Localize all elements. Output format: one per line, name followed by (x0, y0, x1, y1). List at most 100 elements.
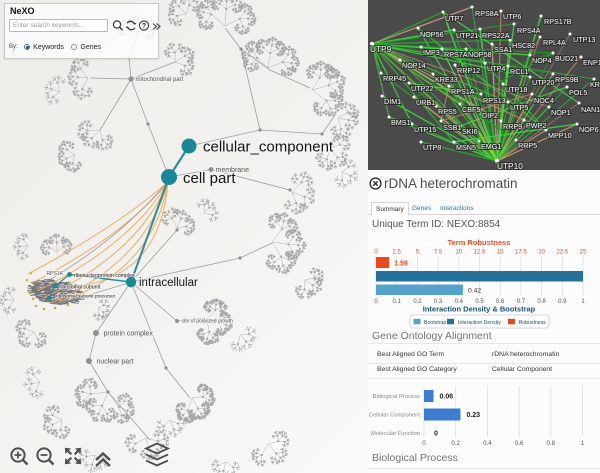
radio-genes[interactable] (70, 43, 78, 51)
gene-node-MPP10[interactable] (544, 128, 548, 132)
gene-label-RPS7A[interactable]: RPS7A (443, 49, 469, 60)
gene-node-RRP5[interactable] (514, 138, 518, 142)
gene-label-UTP9[interactable]: UTP9 (369, 43, 393, 55)
gene-node-NAN1[interactable] (577, 101, 581, 105)
gene-node-IMP3[interactable] (419, 45, 423, 49)
gene-node-EMG1[interactable] (477, 139, 481, 143)
gene-label-NOP56[interactable]: NOP56 (419, 29, 445, 40)
gene-label-POL5[interactable]: POL5 (568, 87, 588, 98)
gene-label-UTP18[interactable]: UTP18 (504, 84, 528, 95)
gene-node-NOP58[interactable] (464, 47, 468, 51)
radio-keywords[interactable] (23, 43, 31, 51)
gene-label-RCL1[interactable]: RCL1 (509, 66, 529, 77)
gene-label-RPS4A[interactable]: RPS4A (516, 25, 542, 36)
gene-label-RPS13[interactable]: RPS13 (482, 95, 507, 106)
gene-node-KRR1[interactable] (592, 77, 596, 81)
gene-label-MPP10[interactable]: MPP10 (547, 130, 573, 141)
gene-label-UTP21[interactable]: UTP21 (455, 30, 479, 41)
gene-node-DIM1[interactable] (380, 94, 384, 98)
gene-label-UTP6[interactable]: UTP6 (502, 11, 522, 22)
tab-interactions[interactable]: Interactions (440, 205, 474, 212)
term-node-cellular_component[interactable] (181, 138, 197, 154)
collapse-button[interactable] (150, 18, 162, 33)
zoom-in-button[interactable] (6, 441, 32, 471)
gene-label-UTP8[interactable]: UTP8 (422, 142, 442, 153)
gene-label-BMS1[interactable]: BMS1 (390, 117, 412, 128)
gene-label-UTP4[interactable]: UTP4 (486, 63, 506, 74)
gene-label-RRP9[interactable]: RRP9 (502, 121, 523, 132)
gene-label-CBF5[interactable]: CBF5 (461, 104, 481, 115)
gene-node-NOP1[interactable] (547, 105, 551, 109)
ontology-label[interactable]: protein complex (103, 330, 155, 339)
layers-button[interactable] (143, 441, 171, 471)
gene-label-DIM1[interactable]: DIM1 (383, 96, 402, 107)
fit-to-screen-button[interactable] (60, 441, 86, 471)
gene-label-KRE33[interactable]: KRE33 (434, 74, 459, 85)
refresh-button[interactable] (124, 18, 138, 33)
ontology-label[interactable]: site of polarized growth (181, 318, 235, 326)
gene-node-RPS1A[interactable] (447, 84, 451, 88)
gene-node-UTP21[interactable] (452, 28, 456, 32)
gene-label-UTP20[interactable]: UTP20 (531, 77, 555, 88)
gene-node-RRP12[interactable] (453, 63, 457, 67)
gene-node-BUD21[interactable] (551, 51, 555, 55)
gene-node-POL5[interactable] (565, 85, 569, 89)
gene-node-UTP5[interactable] (506, 100, 510, 104)
gene-node-MSN5[interactable] (452, 140, 456, 144)
gene-label-UTP5[interactable]: UTP5 (509, 102, 529, 113)
ontology-label[interactable]: mitochondrial part (135, 76, 185, 84)
gene-label-RRP12[interactable]: RRP12 (456, 65, 481, 76)
gene-node-UTP7[interactable] (441, 10, 445, 14)
gene-node-SSA1[interactable] (490, 42, 494, 46)
term-label[interactable]: cellular_component (202, 137, 335, 157)
gene-node-KRE33[interactable] (431, 72, 435, 76)
gene-label-HSC82[interactable]: HSC82 (511, 40, 536, 51)
gene-label-KRR1[interactable]: KRR1 (589, 79, 600, 90)
gene-node-RPS22A[interactable] (478, 27, 482, 31)
gene-node-UTP18[interactable] (501, 82, 505, 86)
help-button[interactable]: ? (137, 18, 151, 33)
search-input[interactable] (9, 19, 108, 32)
gene-node-RPL4A[interactable] (538, 35, 542, 39)
ontology-label[interactable]: ribosomal subunit precursor (55, 293, 116, 301)
gene-label-NOP14[interactable]: NOP14 (401, 60, 427, 71)
ontology-label[interactable]: ribosomal subunit (59, 284, 102, 292)
gene-node-RPS13[interactable] (479, 92, 483, 96)
gene-node-NOP6[interactable] (575, 122, 579, 126)
gene-label-BUD21[interactable]: BUD21 (554, 53, 579, 64)
gene-label-RPS8A[interactable]: RPS8A (474, 8, 500, 19)
gene-label-EMG1[interactable]: EMG1 (480, 141, 502, 152)
ontology-label[interactable]: ribonucleoprotein complex (73, 272, 136, 280)
term-label[interactable]: intracellular (138, 276, 199, 291)
gene-node-BMS1[interactable] (387, 115, 391, 119)
gene-label-SSA1[interactable]: SSA1 (493, 44, 513, 55)
gene-node-HSC82[interactable] (508, 38, 512, 42)
gene-node-UTP15[interactable] (410, 122, 414, 126)
gene-label-UTP13[interactable]: UTP13 (572, 34, 596, 45)
gene-label-SKI6[interactable]: SKI6 (461, 126, 479, 137)
gene-label-ENP1[interactable]: ENP1 (582, 57, 600, 68)
gene-label-RPS5[interactable]: RPS5 (437, 106, 458, 117)
gene-node-RRP45[interactable] (379, 71, 383, 75)
gene-label-NOP1[interactable]: NOP1 (550, 107, 572, 118)
ontology-label[interactable]: membrane (215, 166, 251, 175)
gene-node-UTP10[interactable] (494, 158, 500, 164)
gene-label-UTP10[interactable]: UTP10 (496, 160, 524, 170)
term-node-cell part[interactable] (161, 169, 177, 185)
gene-label-NOP58[interactable]: NOP58 (467, 49, 493, 60)
gene-node-UTP9[interactable] (369, 41, 375, 47)
gene-label-UTP15[interactable]: UTP15 (413, 124, 437, 135)
ontology-label[interactable]: nuclear part (96, 358, 135, 367)
gene-node-NOP4[interactable] (528, 53, 532, 57)
gene-label-URB1[interactable]: URB1 (415, 97, 436, 108)
gene-node-NOC4[interactable] (530, 92, 534, 96)
gene-node-PWP2[interactable] (522, 118, 526, 122)
tab-summary[interactable]: Summary (371, 202, 409, 216)
gene-node-UTP13[interactable] (568, 32, 572, 36)
gene-label-SSB1[interactable]: SSB1 (442, 122, 462, 133)
gene-node-RPS7A[interactable] (440, 47, 444, 51)
gene-node-UTP20[interactable] (528, 75, 532, 79)
gene-node-URB1[interactable] (412, 95, 416, 99)
gene-node-UTP22[interactable] (407, 81, 411, 85)
